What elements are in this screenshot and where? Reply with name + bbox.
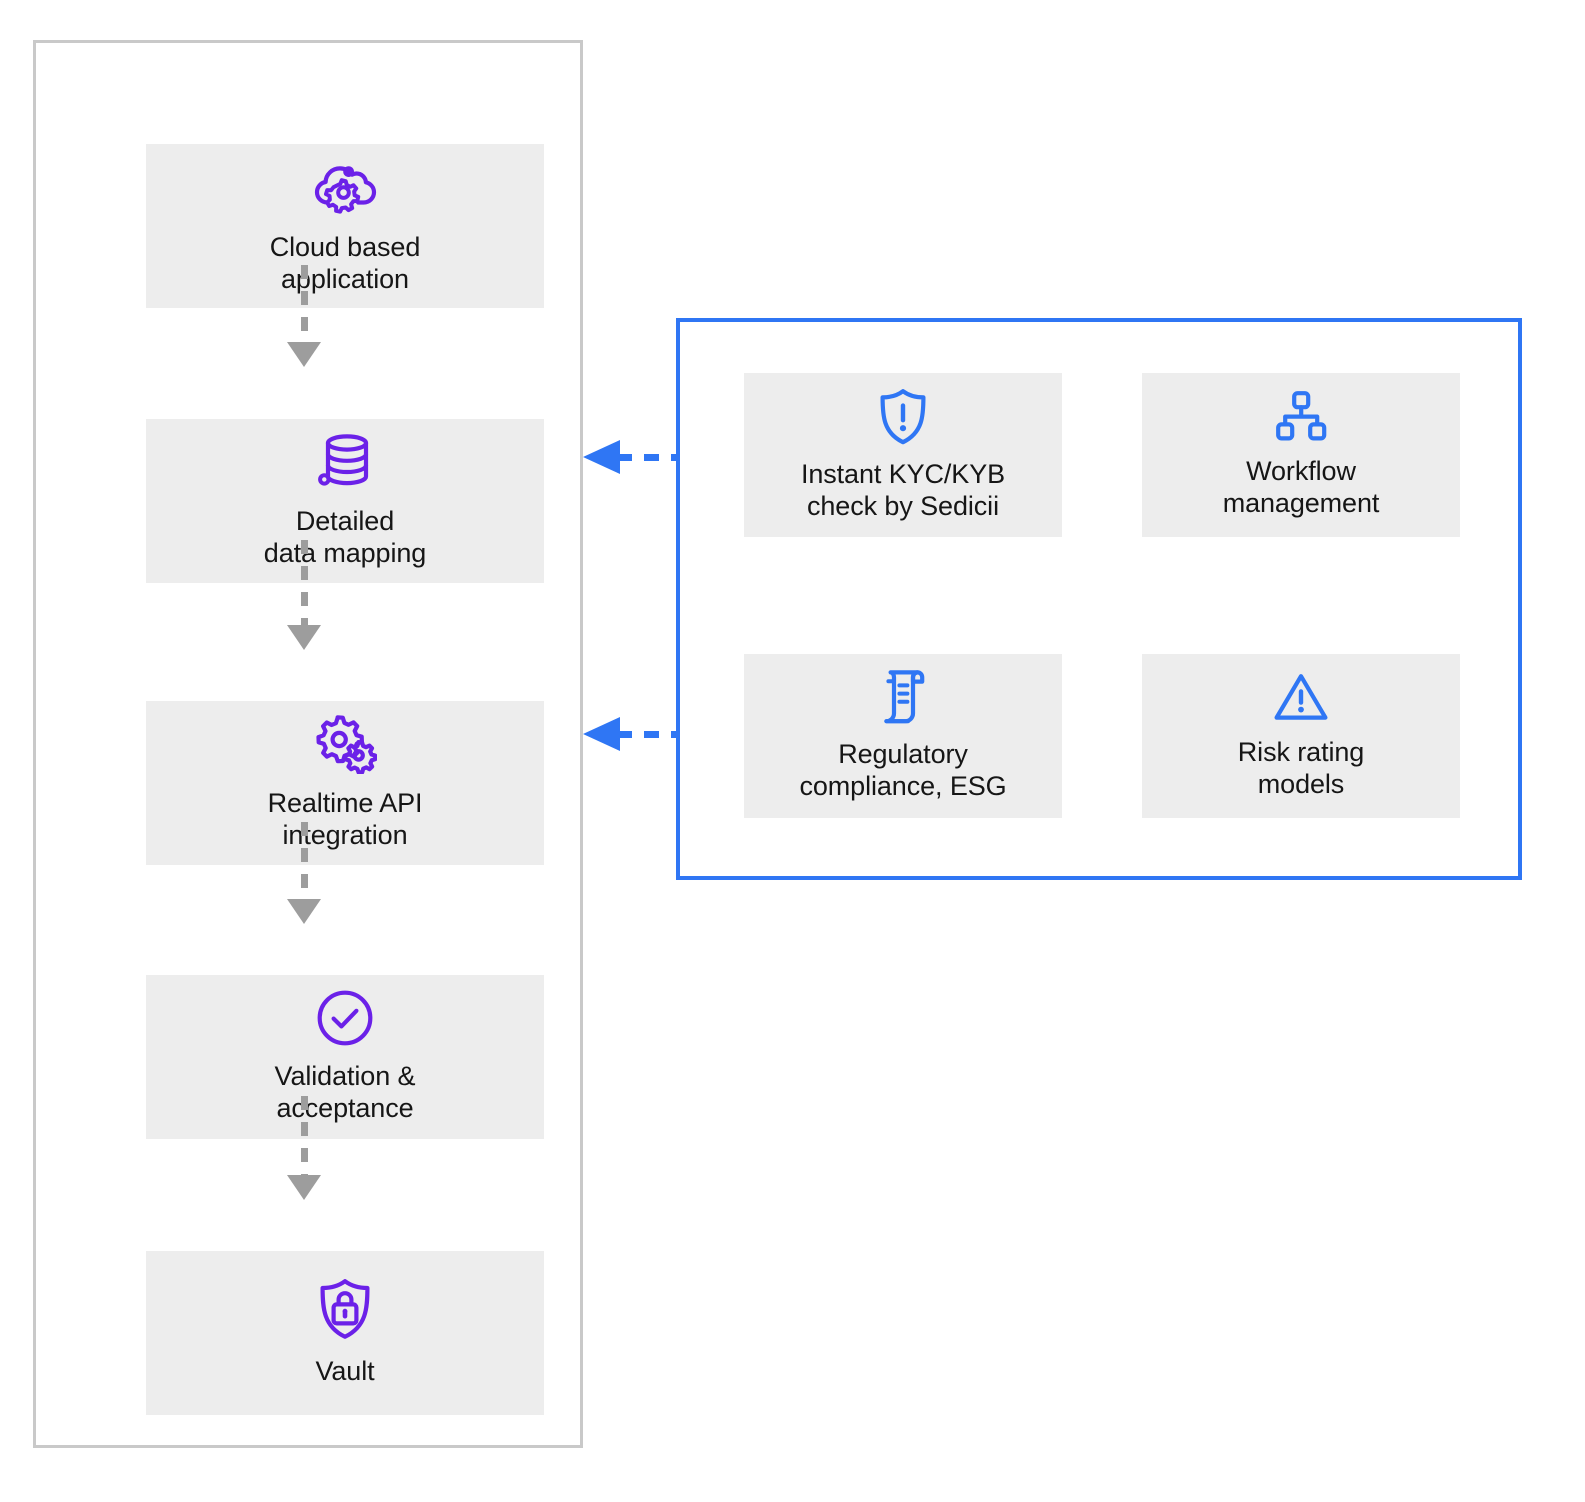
dashed-line — [301, 822, 308, 900]
dashed-line — [617, 731, 676, 738]
process-step-cloud-based-application[interactable]: Cloud based application — [146, 144, 544, 308]
service-card-label: Workflow management — [1222, 456, 1380, 518]
service-card-label: Regulatory compliance, ESG — [799, 739, 1007, 801]
service-connector-to-realtime-api-integration — [583, 717, 676, 751]
warning-triangle-icon — [1272, 671, 1330, 723]
process-flow-container: Cloud based application Detailed data ma… — [33, 40, 583, 1448]
process-step-realtime-api-integration[interactable]: Realtime API integration — [146, 701, 544, 865]
service-card-risk-rating-models[interactable]: Risk rating models — [1142, 654, 1460, 818]
check-circle-icon — [316, 989, 374, 1047]
shield-exclamation-icon — [878, 388, 928, 445]
scroll-document-icon — [878, 669, 928, 725]
arrowhead-down-icon — [287, 1175, 321, 1200]
process-step-label: Detailed data mapping — [263, 506, 427, 568]
service-card-regulatory-compliance-esg[interactable]: Regulatory compliance, ESG — [744, 654, 1062, 818]
connector-mapping-to-api — [287, 540, 321, 650]
process-step-label: Realtime API integration — [267, 788, 423, 850]
process-step-vault[interactable]: Vault — [146, 1251, 544, 1415]
process-step-validation-acceptance[interactable]: Validation & acceptance — [146, 975, 544, 1139]
service-card-label: Instant KYC/KYB check by Sedicii — [800, 458, 1006, 521]
connector-api-to-validation — [287, 822, 321, 924]
hierarchy-icon — [1273, 390, 1329, 442]
connector-validation-to-vault — [287, 1096, 321, 1200]
connector-cloud-to-mapping — [287, 265, 321, 367]
dashed-line — [301, 265, 308, 343]
process-step-label: Cloud based application — [269, 232, 421, 294]
arrowhead-down-icon — [287, 899, 321, 924]
arrowhead-down-icon — [287, 625, 321, 650]
process-step-detailed-data-mapping[interactable]: Detailed data mapping — [146, 419, 544, 583]
service-card-instant-kyc-kyb-check[interactable]: Instant KYC/KYB check by Sedicii — [744, 373, 1062, 537]
arrowhead-left-icon — [583, 440, 620, 474]
dashed-line — [301, 1096, 308, 1176]
service-connector-to-detailed-data-mapping — [583, 440, 676, 474]
arrowhead-down-icon — [287, 342, 321, 367]
shield-lock-icon — [317, 1278, 373, 1340]
process-step-label: Vault — [315, 1356, 375, 1387]
dashed-line — [301, 540, 308, 626]
service-card-label: Risk rating models — [1237, 737, 1365, 799]
process-step-label: Validation & acceptance — [274, 1061, 416, 1123]
database-icon — [316, 432, 374, 492]
arrowhead-left-icon — [583, 717, 620, 751]
dashed-line — [617, 454, 676, 461]
service-card-workflow-management[interactable]: Workflow management — [1142, 373, 1460, 537]
cloud-gear-icon — [312, 156, 378, 218]
gears-icon — [313, 714, 378, 775]
